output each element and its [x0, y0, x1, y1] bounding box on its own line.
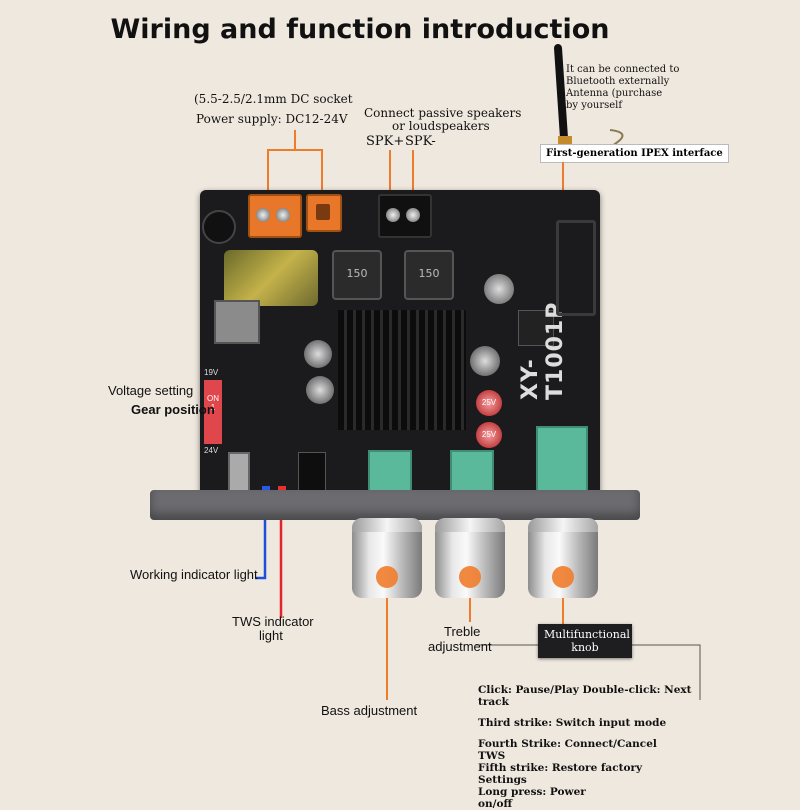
function-line: Third strike: Switch input mode [478, 717, 667, 729]
aux-jack [298, 452, 326, 494]
dc-jack [306, 194, 342, 232]
function-line: Long press: Power [478, 786, 586, 798]
spk-plus-label: SPK+ [366, 134, 405, 149]
multifunction-label-1: Multifunctional [544, 628, 630, 641]
treble-label-1: Treble [444, 624, 481, 639]
antenna-label-2: Bluetooth externally [566, 76, 670, 87]
voltage-setting-label: Voltage setting [108, 383, 194, 398]
power-terminal [248, 194, 302, 238]
front-plate [150, 490, 640, 520]
speaker-label-2: or loudspeakers [392, 119, 490, 133]
heatsink [338, 310, 466, 430]
amplifier-board: 150 150 25V 25V XY-T1001P ON 1 19V 24V [200, 190, 600, 502]
function-line: Fourth Strike: Connect/Cancel [478, 738, 657, 750]
ipex-label: First-generation IPEX interface [540, 144, 729, 163]
working-indicator-label: Working indicator light [130, 567, 258, 582]
spk-minus-label: SPK- [405, 134, 436, 149]
switch-bottom-label: 24V [204, 446, 219, 455]
capacitor [306, 376, 334, 404]
knob-marker-icon [376, 566, 398, 588]
pcb-antenna [556, 220, 596, 316]
switch-num-label: 1 [210, 403, 216, 412]
multifunction-box: Multifunctional knob [538, 624, 632, 658]
function-line: TWS [478, 750, 506, 762]
round-capacitor [202, 210, 236, 244]
page-title: Wiring and function introduction [110, 14, 610, 45]
screw-icon [256, 208, 270, 222]
gear-position-label: Gear position [131, 402, 215, 417]
inductor: 150 [332, 250, 382, 300]
tws-indicator-label-1: TWS indicator [232, 614, 314, 629]
dip-switch[interactable]: ON 1 [204, 380, 222, 444]
screw-icon [276, 208, 290, 222]
antenna-label-1: It can be connected to [566, 64, 680, 75]
treble-label-2: adjustment [428, 639, 492, 654]
knob-marker-icon [459, 566, 481, 588]
knob-top [435, 518, 505, 532]
inductor: 150 [404, 250, 454, 300]
capacitor [484, 274, 514, 304]
switch-on-label: ON [207, 394, 219, 403]
multifunction-knob[interactable] [528, 518, 598, 598]
knob-top [352, 518, 422, 532]
chip [518, 310, 554, 346]
multifunction-label-2: knob [571, 641, 599, 654]
red-capacitor: 25V [476, 390, 502, 416]
tws-indicator-label-2: light [259, 628, 283, 643]
power-supply-label: Power supply: DC12-24V [196, 112, 348, 126]
capacitor [304, 340, 332, 368]
treble-knob[interactable] [435, 518, 505, 598]
knob-functions-list: Click: Pause/Play Double-click: Next tra… [478, 684, 708, 810]
switch-top-label: 19V [204, 368, 219, 377]
power-inductor [224, 250, 318, 306]
function-line: Click: Pause/Play Double-click: Next tra… [478, 684, 692, 708]
capacitor [470, 346, 500, 376]
red-capacitor: 25V [476, 422, 502, 448]
speaker-label-1: Connect passive speakers [364, 106, 522, 120]
knob-top [528, 518, 598, 532]
antenna-label-4: by yourself [566, 100, 623, 111]
smd-inductor [214, 300, 260, 344]
function-line: Fifth strike: Restore factory [478, 762, 643, 774]
knob-marker-icon [552, 566, 574, 588]
speaker-terminal [378, 194, 432, 238]
dc-socket-label: (5.5-2.5/2.1mm DC socket [194, 92, 353, 106]
antenna-label-3: Antenna (purchase [566, 88, 663, 99]
function-line: Settings [478, 774, 527, 786]
bass-label: Bass adjustment [321, 703, 418, 718]
encoder-potentiometer [536, 426, 588, 500]
screw-icon [406, 208, 420, 222]
model-label: XY-T1001P [518, 301, 568, 400]
bass-knob[interactable] [352, 518, 422, 598]
screw-icon [386, 208, 400, 222]
